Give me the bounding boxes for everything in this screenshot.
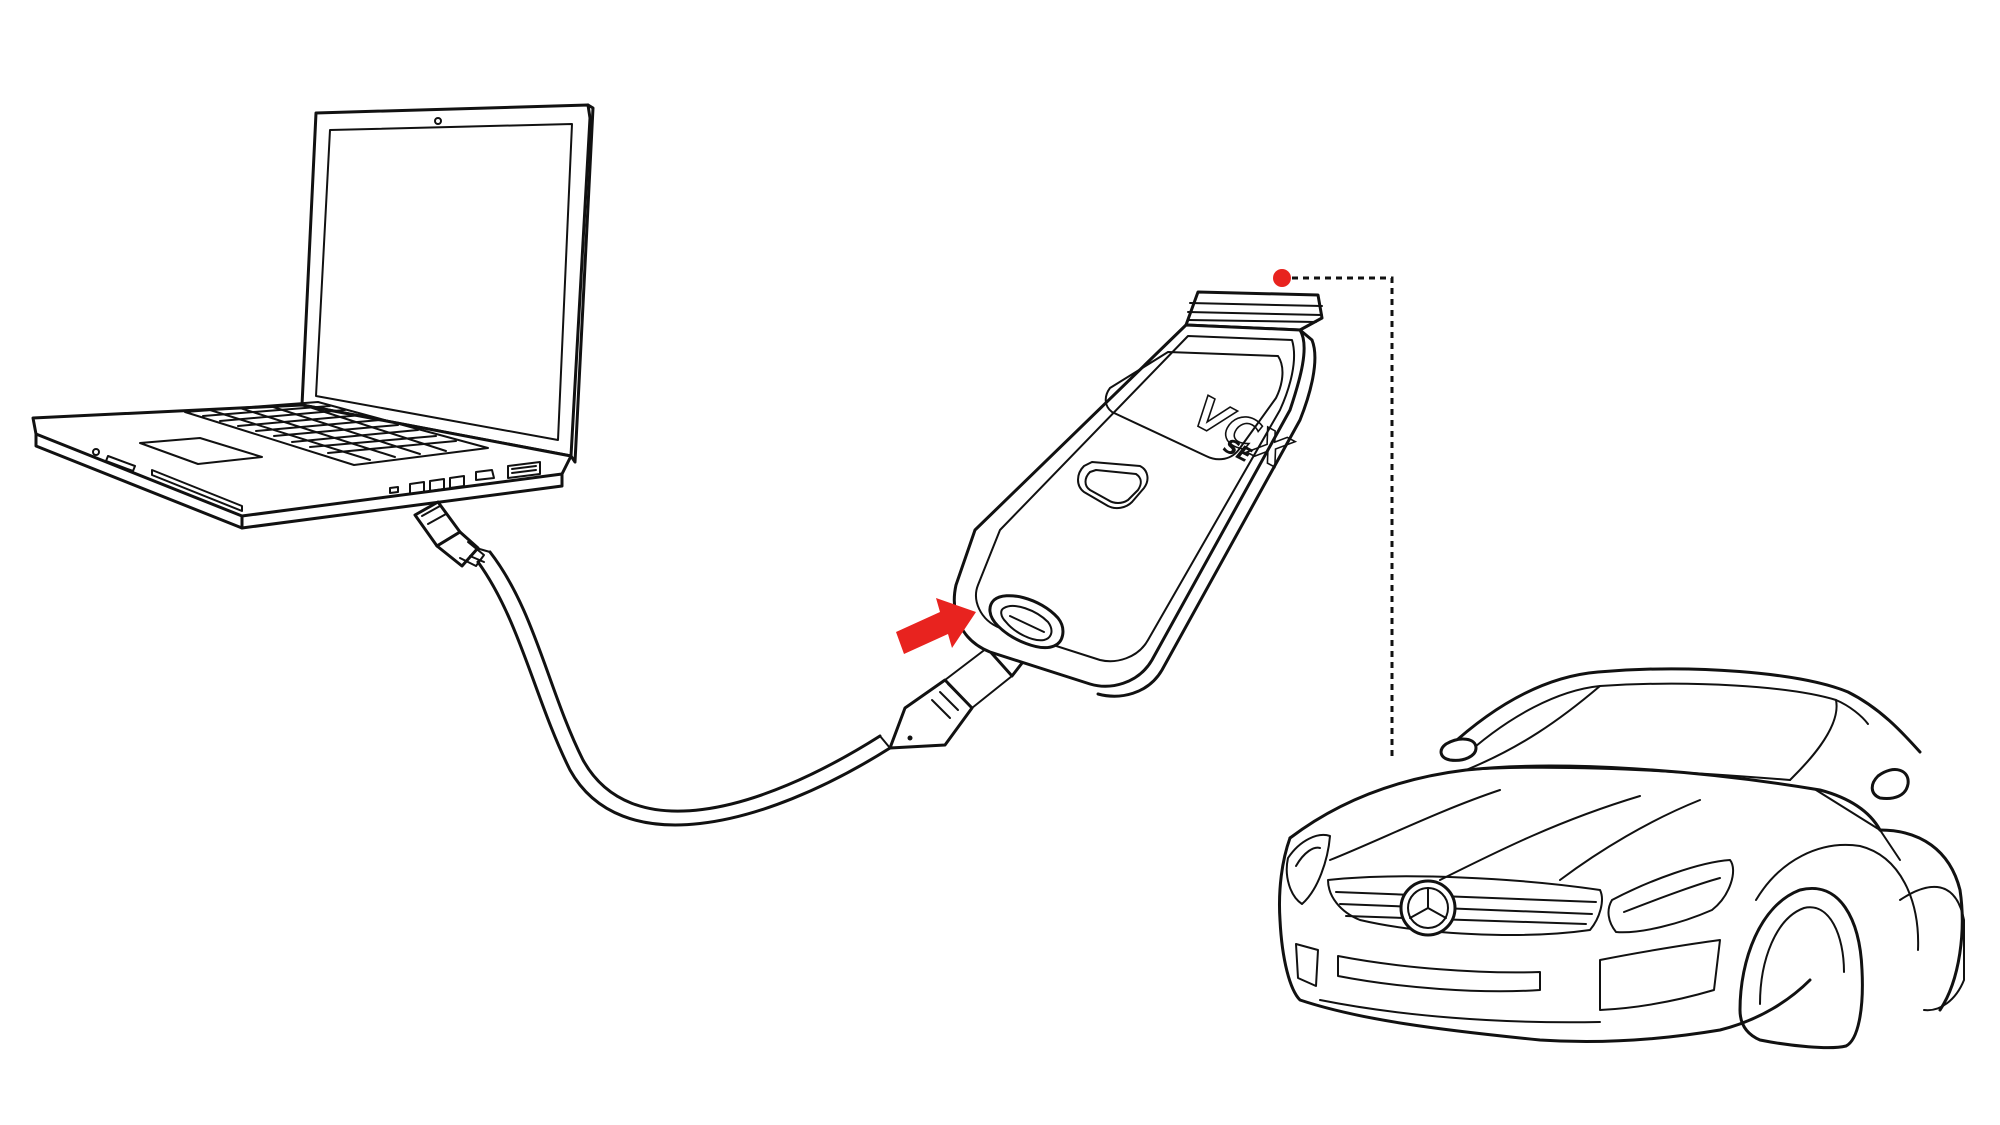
left-fog-light [1295, 943, 1319, 987]
laptop-base [31, 401, 573, 530]
display-port-icon [507, 461, 541, 479]
usb-cable [413, 500, 1028, 827]
right-mirror [1870, 768, 1910, 800]
usb-ports [409, 475, 465, 495]
car [1278, 667, 1965, 1050]
audio-port-icon [92, 448, 100, 456]
indicator-dot [1273, 269, 1291, 287]
webcam-icon [434, 117, 442, 125]
grille [1327, 875, 1603, 936]
device-connector-cap [1184, 290, 1324, 332]
trackpad [139, 437, 263, 465]
laptop [31, 103, 595, 530]
logo-panel [1104, 351, 1284, 461]
usb-a-plug [413, 500, 491, 568]
ethernet-port-icon [475, 469, 495, 481]
keyboard [184, 401, 489, 466]
license-plate [1337, 955, 1541, 993]
left-headlight [1285, 834, 1331, 905]
device-button[interactable] [1077, 461, 1149, 510]
laptop-lid [300, 103, 595, 464]
insert-arrow-icon [896, 598, 976, 654]
left-mirror [1439, 737, 1478, 762]
usb-c-port [988, 594, 1065, 650]
obd-leader-line [1292, 276, 1394, 760]
right-air-intake [1599, 939, 1721, 1011]
right-headlight [1607, 859, 1735, 934]
vcx-device: VCX SE [952, 290, 1324, 698]
front-right-wheel [1738, 887, 1864, 1050]
